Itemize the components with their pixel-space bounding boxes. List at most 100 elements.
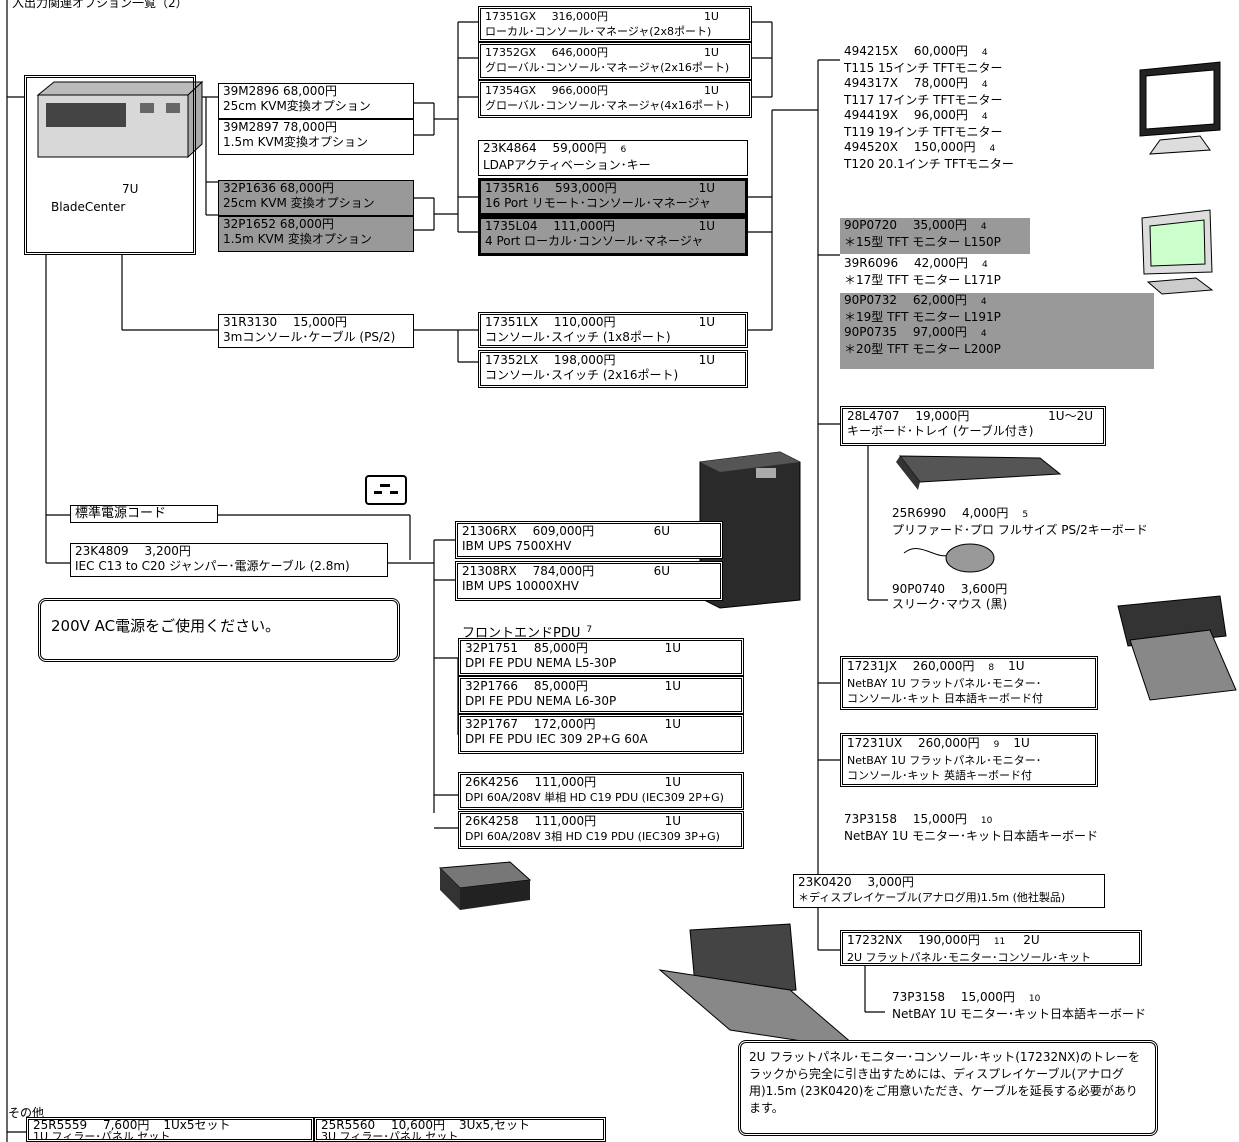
filler-desc: 3U フィラー･パネル セット <box>321 1131 599 1142</box>
display-cable-code-price: 23K0420 3,000円 <box>798 875 1100 890</box>
monitor-t-code-price: 494520X 150,000円4 <box>844 140 1076 157</box>
console-cable-code-price: 31R3130 15,000円 <box>223 315 409 330</box>
monitor-l-desc: ＊20型 TFT モニター L200P <box>844 342 1150 357</box>
ups-21306rx: 21306RX 609,000円6U IBM UPS 7500XHV <box>455 521 723 559</box>
netbay-desc2: コンソール･キット 英語キーボード付 <box>847 768 1091 783</box>
netbay-kbd-desc: NetBAY 1U モニター･キット日本語キーボード <box>844 829 1156 844</box>
kvm-option-desc: 1.5m KVM変換オプション <box>223 135 409 150</box>
ups-desc: IBM UPS 10000XHV <box>462 579 716 594</box>
keyboard-icon <box>896 456 1060 490</box>
pdu-desc: DPI FE PDU IEC 309 2P+G 60A <box>465 732 737 747</box>
mouse-icon <box>904 544 994 572</box>
pdu-32p1766: 32P1766 85,000円1U DPI FE PDU NEMA L6-30P <box>458 676 744 714</box>
kvm-option-desc: 25cm KVM 変換オプション <box>223 196 409 211</box>
monitor-l-desc: ＊15型 TFT モニター L150P <box>844 235 1026 250</box>
monitor-l-desc: ＊19型 TFT モニター L191P <box>844 310 1150 325</box>
kvm-option-39m2897: 39M2897 78,000円 1.5m KVM変換オプション <box>218 119 414 155</box>
flat-2u-desc: 2U フラットパネル･モニター･コンソール･キット <box>847 950 1135 965</box>
filler-25r5560: 25R5560 10,600円3Ux5,セット 3U フィラー･パネル セット <box>314 1117 606 1142</box>
standard-power-cord: 標準電源コード <box>70 505 218 523</box>
kvm-option-code-price: 39M2897 78,000円 <box>223 120 409 135</box>
netbay-desc1: NetBAY 1U フラットパネル･モニター･ <box>847 676 1091 691</box>
cs-desc: コンソール･スイッチ (2x16ポート) <box>485 368 741 383</box>
keyboard-code-price: 25R6990 4,000円5 <box>892 506 1204 523</box>
monitor-t-desc: T119 19インチ TFTモニター <box>844 125 1076 140</box>
cs-desc: コンソール･スイッチ (1x8ポート) <box>485 330 741 345</box>
monitor-l-90p0732-90p0735: 90P0732 62,000円4 ＊19型 TFT モニター L191P 90P… <box>840 293 1154 369</box>
kvm-option-32p1652: 32P1652 68,000円 1.5m KVM 変換オプション <box>218 216 414 252</box>
netbay-console-icon <box>1118 596 1236 700</box>
display-cable: 23K0420 3,000円 ＊ディスプレイケーブル(アナログ用)1.5m (他… <box>793 874 1105 908</box>
power-connector-icon <box>366 476 406 504</box>
monitor-l-series-icon <box>1142 210 1212 294</box>
bladecenter-box: 7U BladeCenter <box>24 75 196 255</box>
kvm-option-code-price: 32P1636 68,000円 <box>223 181 409 196</box>
netbay-kbd-desc: NetBAY 1U モニター･キット日本語キーボード <box>892 1007 1204 1022</box>
page-title: 入出力関連オプション一覧（2） <box>12 0 188 11</box>
ldap-desc: LDAPアクティベーション･キー <box>483 158 743 173</box>
cm-desc: グローバル･コンソール･マネージャ(2x16ポート) <box>485 60 745 75</box>
mouse-item: 90P0740 3,600円 スリーク･マウス (黒) <box>888 582 1108 618</box>
jumper-code-price: 23K4809 3,200円 <box>75 544 383 559</box>
flat-2u-console-icon <box>660 924 860 1050</box>
mouse-desc: スリーク･マウス (黒) <box>892 597 1104 612</box>
filler-desc: 1U フィラー･パネル セット <box>33 1131 307 1142</box>
kvm-option-32p1636: 32P1636 68,000円 25cm KVM 変換オプション <box>218 180 414 216</box>
monitor-t-desc: T117 17インチ TFTモニター <box>844 93 1076 108</box>
netbay-desc2: コンソール･キット 日本語キーボード付 <box>847 691 1091 706</box>
jumper-desc: IEC C13 to C20 ジャンパー･電源ケーブル (2.8m) <box>75 559 383 574</box>
rcm-desc: 4 Port ローカル･コンソール･マネージャ <box>485 234 741 249</box>
cm-desc: ローカル･コンソール･マネージャ(2x8ポート) <box>485 24 745 39</box>
bladecenter-name: BladeCenter <box>51 200 125 215</box>
pdu-32p1767: 32P1767 172,000円1U DPI FE PDU IEC 309 2P… <box>458 714 744 754</box>
monitor-t-code-price: 494419X 96,000円4 <box>844 108 1076 125</box>
bladecenter-size: 7U <box>122 182 138 197</box>
monitor-l-desc: ＊17型 TFT モニター L171P <box>844 273 1026 288</box>
monitor-l-90p0720: 90P0720 35,000円4 ＊15型 TFT モニター L150P <box>840 218 1030 254</box>
pdu-icon <box>440 862 530 910</box>
monitor-t-desc: T115 15インチ TFTモニター <box>844 61 1076 76</box>
kvm-option-code-price: 39M2896 68,000円 <box>223 84 409 99</box>
keyboard-desc: プリファード･プロ フルサイズ PS/2キーボード <box>892 523 1204 538</box>
console-cable-desc: 3mコンソール･ケーブル (PS/2) <box>223 330 409 345</box>
kvm-option-desc: 1.5m KVM 変換オプション <box>223 232 409 247</box>
kvm-option-desc: 25cm KVM変換オプション <box>223 99 409 114</box>
console-cable: 31R3130 15,000円 3mコンソール･ケーブル (PS/2) <box>218 314 414 348</box>
cm-code-price: 17352GX 646,000円1U <box>485 45 745 60</box>
note-2u-flat: 2U フラットパネル･モニター･コンソール･キット(17232NX)のトレーをラ… <box>738 1040 1158 1136</box>
pdu-c19-desc: DPI 60A/208V 単相 HD C19 PDU (IEC309 2P+G) <box>465 790 737 805</box>
rcm-desc: 16 Port リモート･コンソール･マネージャ <box>485 196 741 211</box>
